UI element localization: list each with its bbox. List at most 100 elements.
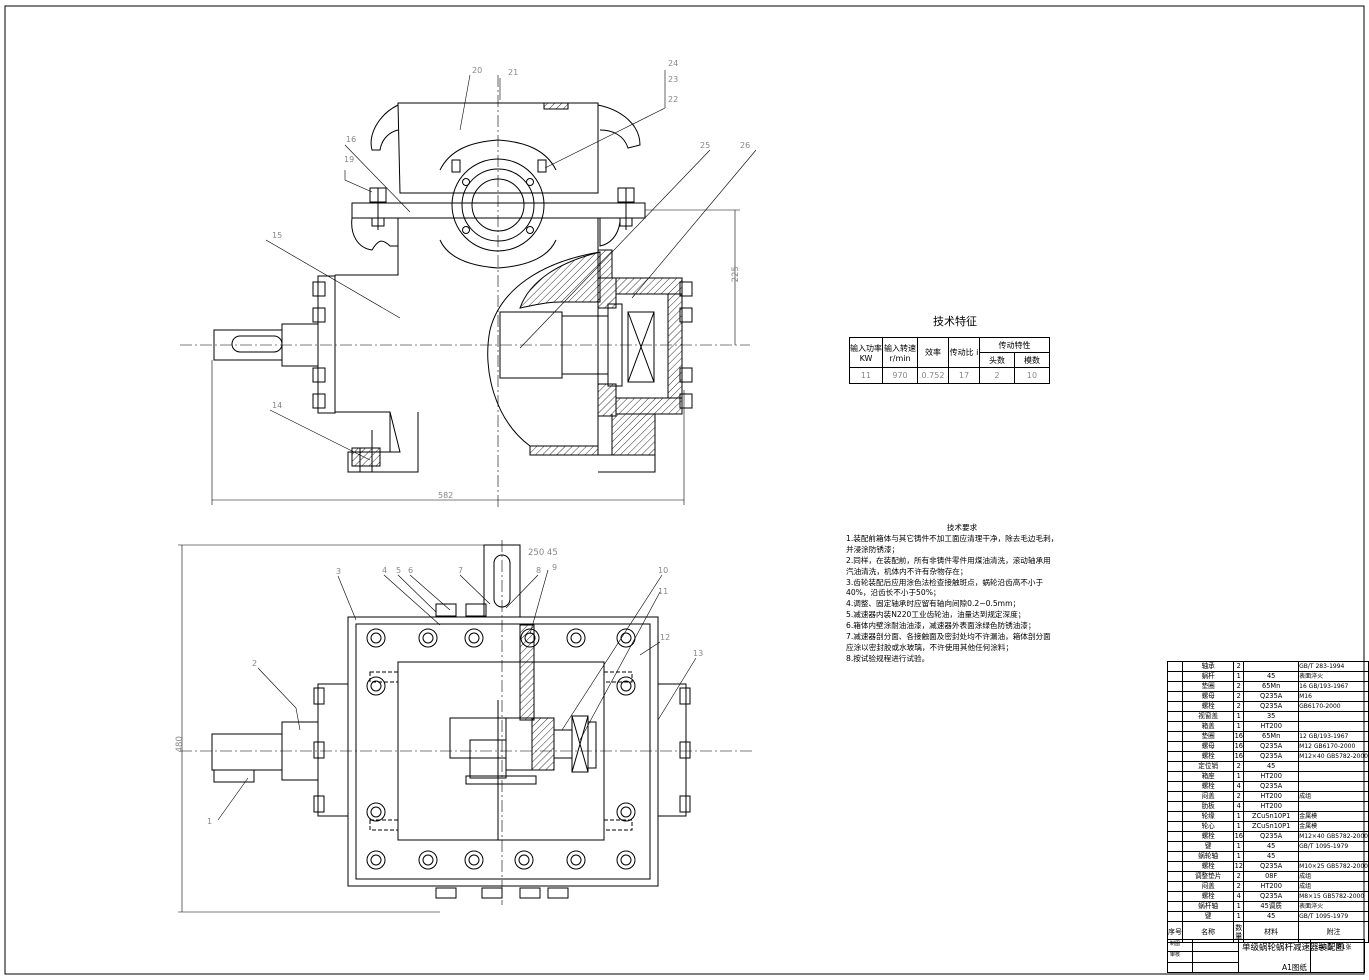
bom-seq <box>1167 801 1183 812</box>
bom-qty: 16 <box>1233 751 1245 762</box>
bom-remark: 成组 <box>1298 871 1369 882</box>
bom-qty: 2 <box>1233 661 1245 672</box>
box-cover <box>397 102 599 194</box>
input-shaft <box>211 733 283 771</box>
tech-req-line: 3.齿轮装配后应用涂色法检查接触斑点，蜗轮沿齿高不小于 <box>846 577 1044 587</box>
bom-material: Q235A <box>1243 701 1300 712</box>
bom-remark: M8×15 GB5782-2000 <box>1298 891 1369 902</box>
tech-requirements: 技术要求 1.装配前箱体与其它铸件不加工面应清理干净，除去毛边毛刺， 并浸涂防锈… <box>846 523 1078 665</box>
tech-req-line: 5.减速器内装N220工业齿轮油，油量达到规定深度； <box>846 610 1026 620</box>
bom-name: 键 <box>1181 841 1235 852</box>
bom-seq <box>1167 881 1183 892</box>
bom-name: 闷盖 <box>1181 791 1235 802</box>
tech-features-table: 输入功率 KW 输入转速r/min 效率 传动比 i 传动特性 头数 模数 11… <box>849 337 1050 384</box>
bom-name: 螺栓 <box>1181 891 1235 902</box>
balloon-6: 6 <box>408 566 413 575</box>
bom-remark: 表面淬火 <box>1298 671 1369 682</box>
bom-seq <box>1167 771 1183 782</box>
sheet-count: 共1张 第1张 <box>1318 944 1352 951</box>
bom-seq <box>1167 661 1183 672</box>
drawing-title: 单级蜗轮蜗杆减速器装配图 <box>1242 943 1345 953</box>
bom-qty: 4 <box>1233 801 1245 812</box>
balloon-25: 25 <box>700 141 710 150</box>
feat-hdr-speed: 输入转速r/min <box>882 337 918 368</box>
bom-remark: 12 GB/193-1967 <box>1298 731 1369 742</box>
bom-name: 键 <box>1181 911 1235 922</box>
tech-req-title: 技术要求 <box>946 523 978 532</box>
balloon-2: 2 <box>252 659 257 668</box>
bom-remark: 金属模 <box>1298 811 1369 822</box>
feat-hdr-ratio: 传动比 i <box>948 337 980 368</box>
box-outline <box>347 616 659 887</box>
bom-material: 45 <box>1243 841 1300 852</box>
balloon-12: 12 <box>660 633 670 642</box>
bom-name: 箱盖 <box>1181 721 1235 732</box>
bom-hdr-mat: 材料 <box>1243 921 1300 943</box>
right-cap-bolts <box>679 281 693 409</box>
paper-size: A1图纸 <box>1282 963 1307 972</box>
bom-material: Q235A <box>1243 861 1300 872</box>
bom-remark <box>1298 721 1369 732</box>
bom-remark: M12×40 GB5782-2000 <box>1298 831 1369 842</box>
bom-name: 蜗杆轴 <box>1181 901 1235 912</box>
bom-qty: 1 <box>1233 771 1245 782</box>
bom-material: 45 <box>1243 761 1300 772</box>
bom-remark: M16 <box>1298 691 1369 702</box>
bom-qty: 1 <box>1233 911 1245 922</box>
dim-225: 225 <box>730 266 741 283</box>
bom-material: ZCuSn10P1 <box>1243 821 1300 832</box>
feat-hdr-module: 模数 <box>1014 352 1050 368</box>
bom-material: 45 <box>1243 911 1300 922</box>
feat-val-eff: 0.752 <box>917 367 949 384</box>
bom-qty: 2 <box>1233 761 1245 772</box>
bom-qty: 12 <box>1233 861 1245 872</box>
inner-cavity <box>397 661 605 841</box>
bearing-flange <box>461 168 535 242</box>
feat-hdr-trans: 传动特性 <box>979 337 1050 353</box>
feat-hdr-eff: 效率 <box>917 337 949 368</box>
tech-req-line: 2.同样，在装配前，所有非铸件零件用煤油清洗，滚动轴承用 <box>846 555 1051 565</box>
bom-seq <box>1167 701 1183 712</box>
bom-material <box>1243 661 1300 672</box>
bom-qty: 1 <box>1233 671 1245 682</box>
bom-seq <box>1167 891 1183 902</box>
tech-req-line: 7.减速器剖分面、各接触面及密封处均不许漏油，箱体剖分面 <box>846 632 1051 642</box>
bom-seq <box>1167 841 1183 852</box>
bom-material: Q235A <box>1243 781 1300 792</box>
bom-remark: 金属模 <box>1298 821 1369 832</box>
bom-seq <box>1167 751 1183 762</box>
bom-seq <box>1167 851 1183 862</box>
bom-remark <box>1298 851 1369 862</box>
tech-req-line: 40%，沿齿长不小于50%； <box>846 588 941 598</box>
bom-qty: 4 <box>1233 781 1245 792</box>
flange-boss-right <box>599 218 621 247</box>
bom-seq <box>1167 681 1183 692</box>
balloon-21: 21 <box>508 68 518 77</box>
bom-material: Q235A <box>1243 751 1300 762</box>
bom-remark: M12 GB6170-2000 <box>1298 741 1369 752</box>
bom-seq <box>1167 671 1183 682</box>
balloon-8: 8 <box>536 566 541 575</box>
bom-qty: 1 <box>1233 851 1245 862</box>
bom-material: Q235A <box>1243 831 1300 842</box>
flange-bolt-right <box>617 187 635 230</box>
bom-seq <box>1167 811 1183 822</box>
bom-qty: 2 <box>1233 701 1245 712</box>
bom-remark <box>1298 711 1369 722</box>
bom-name: 轴承 <box>1181 661 1235 672</box>
feat-val-heads: 2 <box>979 367 1015 384</box>
bom-remark: 表面淬火 <box>1298 901 1369 912</box>
bom-name: 蜗杆 <box>1181 671 1235 682</box>
balloon-14: 14 <box>272 401 282 410</box>
feat-val-speed: 970 <box>882 367 918 384</box>
lifting-lug-right <box>597 104 641 149</box>
balloon-10: 10 <box>658 566 668 575</box>
feat-hdr-heads: 头数 <box>979 352 1015 368</box>
